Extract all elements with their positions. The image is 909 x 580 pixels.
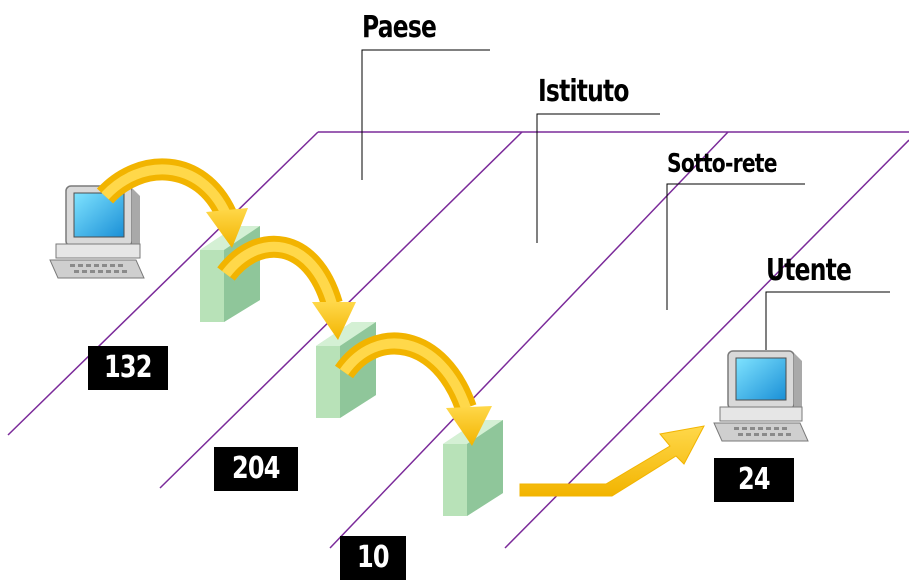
octet-badge-1: 132 [88, 346, 168, 390]
octet-badge-4: 24 [714, 458, 794, 502]
utente-leader [765, 291, 890, 350]
utente-label: Utente [766, 253, 852, 288]
octet-value-4: 24 [738, 462, 771, 497]
octet-value-2: 204 [232, 451, 280, 486]
delivery-arrow [519, 425, 705, 497]
octet-badge-2: 204 [214, 447, 298, 491]
paese-label: Paese [362, 10, 437, 45]
destination-computer-icon [713, 350, 809, 442]
plane-divider-4 [504, 139, 909, 549]
istituto-leader [536, 113, 660, 243]
hop-arrow-1 [96, 158, 248, 248]
hop-arrow-3 [334, 332, 492, 446]
hop-arrow-2 [217, 235, 356, 340]
istituto-label: Istituto [538, 74, 629, 109]
routing-arrows [96, 158, 705, 497]
plane-divider-1 [7, 131, 319, 436]
plane-divider-3 [329, 131, 729, 549]
sottorete-leader [666, 183, 805, 310]
sottorete-label: Sotto-rete [667, 149, 777, 179]
paese-leader [361, 49, 490, 180]
octet-badge-3: 10 [340, 536, 406, 580]
source-computer-icon [49, 185, 145, 279]
octet-value-1: 132 [104, 350, 152, 385]
octet-value-3: 10 [357, 540, 390, 575]
router-block-2-icon [316, 322, 376, 418]
label-leaders [361, 49, 890, 350]
